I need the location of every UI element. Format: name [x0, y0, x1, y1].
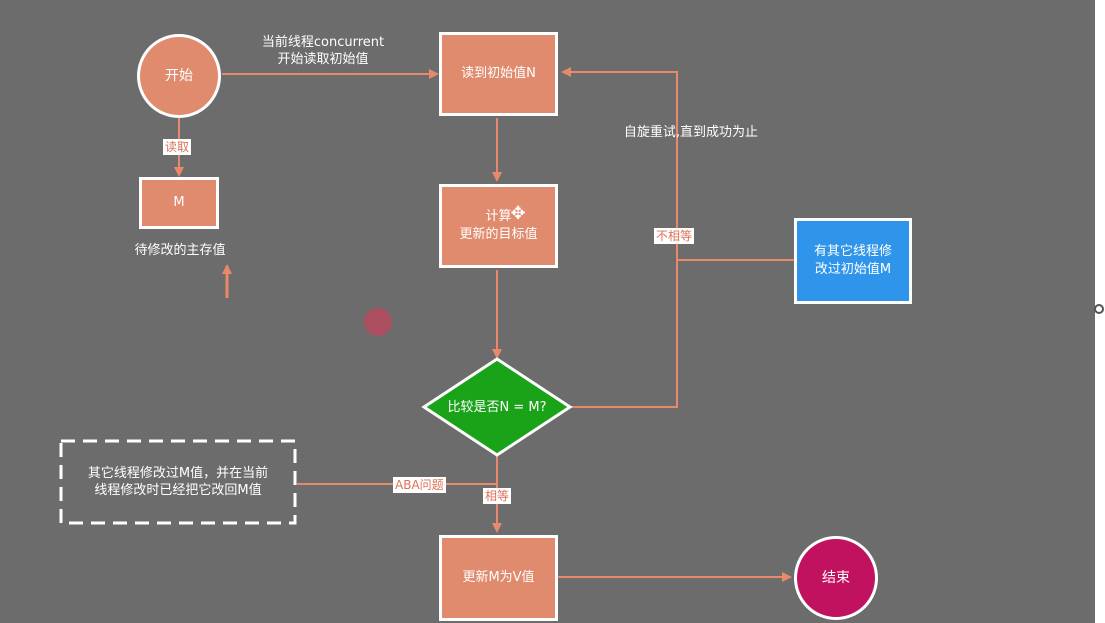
compute-box: 计算 更新的目标值 — [439, 184, 558, 268]
edge-not-equal-tag: 不相等 — [654, 228, 695, 244]
edge-read-tag: 读取 — [163, 139, 192, 155]
m-caption: 待修改的主存值 — [134, 243, 226, 258]
update-box: 更新M为V值 — [439, 535, 558, 621]
compare-label: 比较是否N = M? — [447, 400, 547, 415]
start-node: 开始 — [137, 34, 221, 118]
compute-label: 计算 更新的目标值 — [459, 209, 538, 242]
aba-dashed-box — [59, 439, 297, 525]
end-label: 结束 — [822, 570, 850, 586]
other-thread-label: 有其它线程修 改过初始值M — [813, 244, 892, 277]
update-label: 更新M为V值 — [462, 570, 535, 585]
start-label: 开始 — [165, 68, 193, 84]
aba-box-text: 其它线程修改过M值，并在当前 线程修改时已经把它改回M值 — [87, 466, 269, 498]
end-node: 结束 — [794, 536, 878, 620]
edge-start-to-read-label: 当前线程concurrent 开始读取初始值 — [261, 35, 385, 67]
other-thread-box: 有其它线程修 改过初始值M — [794, 218, 912, 304]
move-cursor-icon: ✥ — [510, 203, 526, 224]
decorative-spot — [364, 308, 392, 336]
compare-diamond — [421, 357, 573, 457]
read-n-label: 读到初始值N — [461, 66, 536, 81]
m-label: M — [173, 195, 185, 210]
edge-spin-label: 自旋重试,直到成功为止 — [623, 125, 759, 140]
edge-equal-tag: 相等 — [483, 488, 512, 504]
edge-aba-tag: ABA问题 — [393, 477, 446, 493]
resize-handle[interactable] — [1094, 304, 1104, 314]
read-n-box: 读到初始值N — [439, 32, 558, 116]
m-box: M — [139, 177, 219, 229]
